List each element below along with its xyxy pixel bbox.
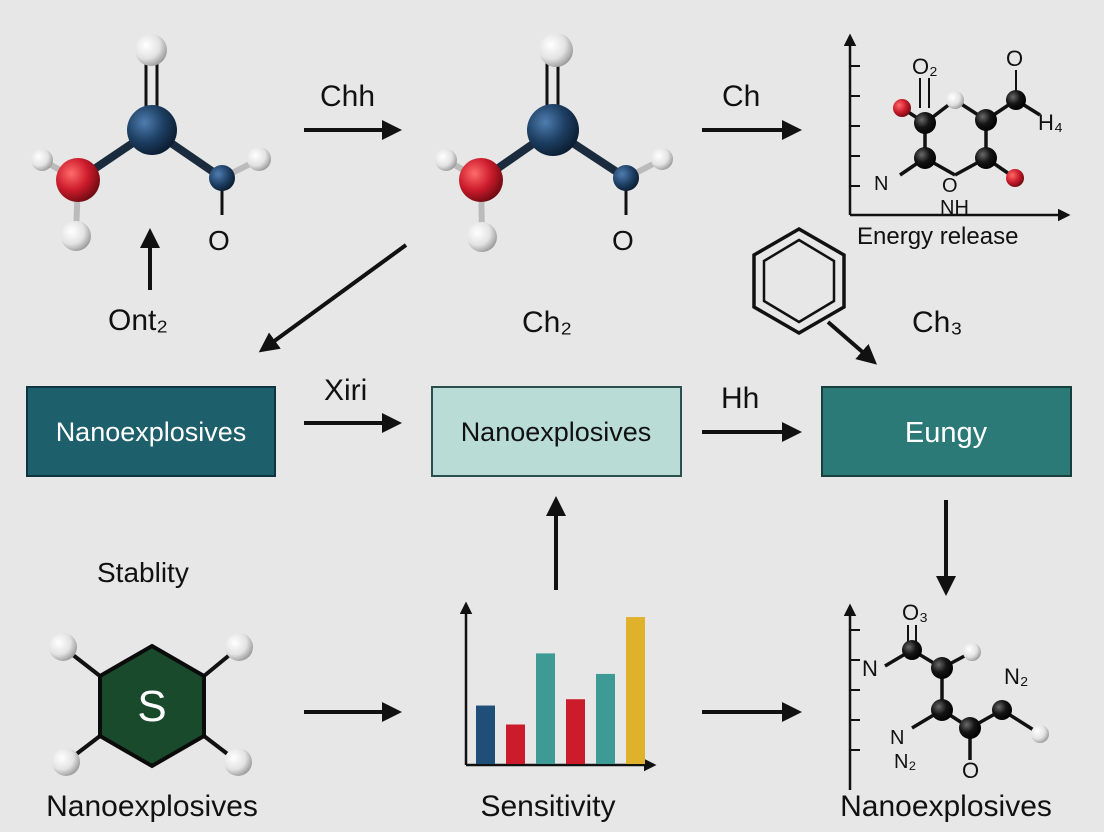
molecule-2-oxygen-label: O <box>612 225 634 256</box>
middle-arrow-1-label: Xiri <box>324 374 367 407</box>
hexagon-letter: S <box>137 682 166 731</box>
small-blue-atom <box>209 165 235 191</box>
benzene-ring <box>752 226 846 336</box>
bottom-caption-1: Nanoexplosives <box>46 790 258 823</box>
diagonal-arrow <box>826 320 878 365</box>
oxygen-atom <box>459 158 503 202</box>
bottom-caption-3: Nanoexplosives <box>840 790 1052 823</box>
hydrogen-atom <box>61 221 91 251</box>
sensitivity-bar-chart <box>459 601 657 772</box>
box-2-label: Nanoexplosives <box>461 417 652 447</box>
molecule-1-caption: Ont₂ <box>108 304 168 337</box>
molecule-3-o3-label: O₃ <box>902 600 928 625</box>
energy-plot-o2-label: O₂ <box>912 54 938 79</box>
energy-plot-n-label: N <box>874 173 888 195</box>
energy-plot-h4-label: H₄ <box>1038 110 1063 135</box>
hydrogen-atom <box>31 149 53 171</box>
energy-plot-nh-label: NH <box>940 197 969 219</box>
small-blue-atom <box>613 165 639 191</box>
stability-hexagon: S <box>49 633 253 776</box>
nanoexplosives-box-1 <box>26 386 276 477</box>
arrow-2-label: Ch <box>722 80 760 113</box>
eungy-box <box>821 386 1072 477</box>
molecule-3-n-label: N <box>862 656 878 681</box>
hydrogen-atom <box>135 34 167 66</box>
molecule-1-oxygen-label: O <box>208 225 230 256</box>
bottom-caption-2: Sensitivity <box>480 790 615 823</box>
chart-bar <box>476 705 495 764</box>
chart-bar <box>506 724 525 764</box>
hydrogen-atom <box>435 149 457 171</box>
chart-bar <box>626 617 645 764</box>
molecule-2-caption: Ch₂ <box>522 306 572 339</box>
box-3-label: Eungy <box>905 417 988 449</box>
energy-plot-o-label: O <box>1006 46 1023 71</box>
arrow-1-label: Chh <box>320 80 375 113</box>
nanoexplosives-box-2 <box>431 386 682 477</box>
chart-bar <box>596 673 615 764</box>
molecule-3-n-lower-label: N <box>890 727 904 749</box>
chart-bar <box>566 699 585 764</box>
hydrogen-atom <box>247 147 271 171</box>
hydrogen-atom <box>539 33 573 67</box>
oxygen-atom <box>56 158 100 202</box>
molecule-3-n2-lower-label: N₂ <box>894 751 916 773</box>
hydrogen-atom <box>467 222 497 252</box>
chart-bar <box>536 653 555 764</box>
middle-arrow-2-label: Hh <box>721 382 759 415</box>
hydrogen-atom <box>651 148 673 170</box>
molecule-1: O <box>31 34 271 256</box>
energy-release-plot: O₂ O H₄ N O NH Energy release <box>843 33 1071 250</box>
molecule-3-o-lower-label: O <box>962 758 979 783</box>
molecule-2: O <box>435 33 673 256</box>
center-atom <box>527 104 579 156</box>
diagonal-arrow <box>258 243 408 353</box>
molecule-3-n2-right-label: N₂ <box>1004 664 1028 689</box>
energy-plot-caption: Energy release <box>857 223 1018 250</box>
benzene-caption: Ch₃ <box>912 306 963 339</box>
stability-label: Stablity <box>97 557 189 588</box>
center-atom <box>127 105 177 155</box>
energy-plot-o-ring-label: O <box>942 175 958 197</box>
molecule-3: O₃ N N₂ N N₂ O <box>843 600 1049 790</box>
box-1-label: Nanoexplosives <box>56 417 247 447</box>
